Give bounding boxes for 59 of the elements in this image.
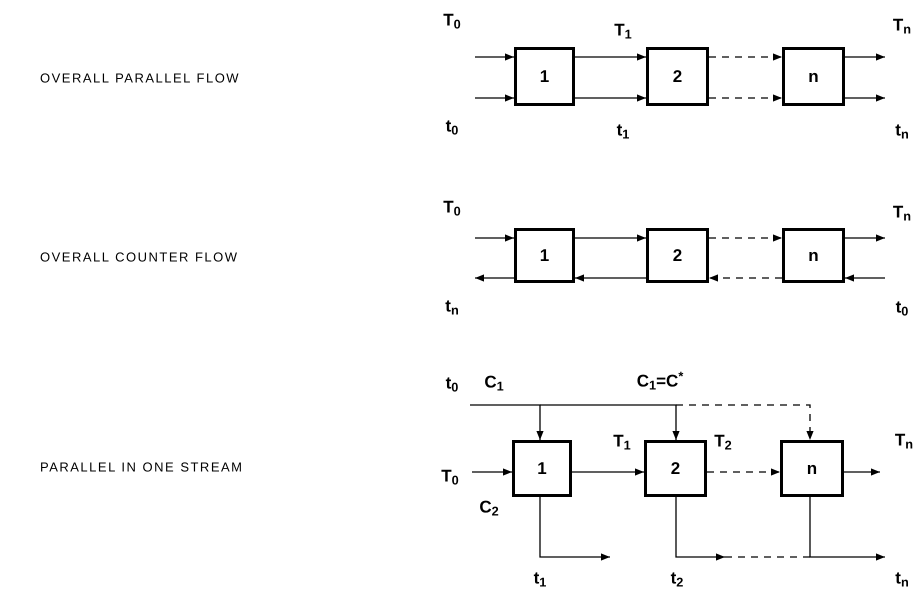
flow-arrow xyxy=(845,53,885,61)
stage-box: n xyxy=(780,440,844,497)
stream-label: T$_{n}$ xyxy=(894,429,914,453)
stream-label: t$_{1}$ xyxy=(616,119,630,143)
flow-arrow xyxy=(675,497,725,561)
stream-label: t$_{2}$ xyxy=(670,567,684,591)
row-title: OVERALL COUNTER FLOW xyxy=(40,248,239,266)
flow-arrow xyxy=(539,497,610,561)
stage-box: 1 xyxy=(514,228,575,283)
flow-arrow xyxy=(709,53,782,61)
stream-label: T$_{1}$ xyxy=(613,430,631,454)
flow-arrow xyxy=(475,234,514,242)
stream-label: C$_{1}$=C$^{*}$ xyxy=(636,368,684,394)
row-title: OVERALL PARALLEL FLOW xyxy=(40,69,240,88)
stream-label: t$_{n}$ xyxy=(895,119,909,143)
flow-arrow xyxy=(676,404,814,440)
flow-arrow xyxy=(475,274,514,282)
flow-arrow xyxy=(475,53,514,61)
stream-label: T$_{0}$ xyxy=(441,465,459,489)
stage-box: 2 xyxy=(646,47,709,106)
stream-label: T$_{0}$ xyxy=(443,196,461,220)
stream-label: T$_{n}$ xyxy=(892,14,912,38)
flow-arrow xyxy=(475,94,514,102)
stream-label: T$_{0}$ xyxy=(443,9,461,33)
flow-arrow xyxy=(572,468,644,476)
stream-label: T$_{n}$ xyxy=(892,201,912,225)
flow-arrow xyxy=(575,234,646,242)
stage-box: n xyxy=(782,228,845,283)
flow-arrow xyxy=(845,94,885,102)
flow-arrow xyxy=(707,468,780,476)
stage-box: 1 xyxy=(514,47,575,106)
stage-box: 2 xyxy=(646,228,709,283)
stream-label: t$_{0}$ xyxy=(896,296,908,320)
stream-label: C$_{2}$ xyxy=(479,496,499,520)
stream-label: C$_{1}$ xyxy=(484,371,504,395)
stream-label: t$_{n}$ xyxy=(445,295,459,319)
stream-label: t$_{1}$ xyxy=(534,567,546,591)
flow-arrow xyxy=(709,94,782,102)
flow-arrow xyxy=(575,53,646,61)
stage-box: 1 xyxy=(512,440,572,497)
stream-label: T$_{1}$ xyxy=(614,19,632,43)
flow-arrow xyxy=(575,94,646,102)
stage-box: n xyxy=(782,47,845,106)
stage-box: 2 xyxy=(644,440,707,497)
flow-arrow xyxy=(844,468,880,476)
stream-label: t$_{0}$ xyxy=(446,372,458,396)
row-title: PARALLEL IN ONE STREAM xyxy=(40,458,244,476)
flow-arrow xyxy=(809,497,885,561)
flow-arrow xyxy=(575,274,646,282)
flow-arrow xyxy=(470,404,544,440)
flow-arrow xyxy=(709,274,782,282)
flow-arrow xyxy=(472,468,512,476)
flow-arrow xyxy=(845,274,885,282)
stream-label: t$_{n}$ xyxy=(895,567,909,591)
flow-arrow xyxy=(845,234,885,242)
flow-arrow xyxy=(709,234,782,242)
stream-label: T$_{2}$ xyxy=(714,430,732,454)
stream-label: t$_{0}$ xyxy=(446,115,458,139)
flow-arrow xyxy=(540,404,680,440)
